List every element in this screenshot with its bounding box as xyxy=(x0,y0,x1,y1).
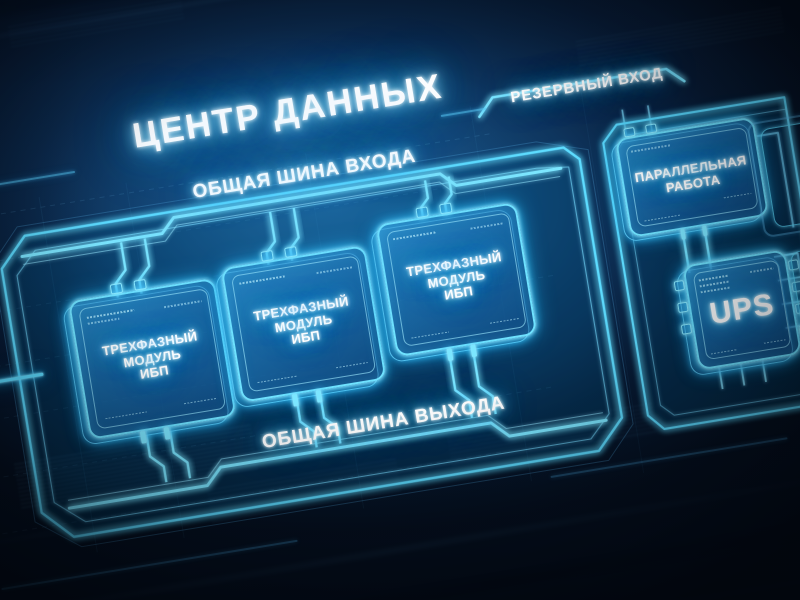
ups-label-text: UPS xyxy=(707,288,777,332)
ups-label: UPS xyxy=(682,249,800,370)
module-input-pad xyxy=(109,282,124,295)
parallel-input-pad xyxy=(623,126,636,138)
parallel-input-pad xyxy=(644,123,658,134)
module-three-phase-ups-1[interactable]: ТРЕХФАЗНЫЙ МОДУЛЬ ИБП xyxy=(61,277,237,446)
module-label: ТРЕХФАЗНЫЙ МОДУЛЬ ИБП xyxy=(68,278,237,440)
module-parallel-operation[interactable]: ПАРАЛЛЕЛЬНАЯ РАБОТА xyxy=(609,116,770,243)
module-input-pad xyxy=(439,202,453,215)
ups-input-pad xyxy=(677,301,689,314)
module-label-line3: ИБП xyxy=(138,362,170,383)
module-input-pad xyxy=(415,206,429,219)
module-label-line3: ИБП xyxy=(443,283,475,303)
ups-input-pad xyxy=(673,279,686,292)
module-label: ТРЕХФАЗНЫЙ МОДУЛЬ ИБП xyxy=(221,245,387,403)
module-three-phase-ups-3[interactable]: ТРЕХФАЗНЫЙ МОДУЛЬ ИБП xyxy=(369,202,538,364)
module-input-pad xyxy=(133,278,147,291)
ups-input-pad xyxy=(680,323,693,335)
module-input-pad xyxy=(284,246,298,258)
module-input-pad xyxy=(260,249,274,262)
module-three-phase-ups-2[interactable]: ТРЕХФАЗНЫЙ МОДУЛЬ ИБП xyxy=(214,244,387,409)
module-ups[interactable]: UPS xyxy=(673,249,800,377)
module-label-line3: ИБП xyxy=(290,327,322,348)
module-label: ТРЕХФАЗНЫЙ МОДУЛЬ ИБП xyxy=(376,202,538,357)
